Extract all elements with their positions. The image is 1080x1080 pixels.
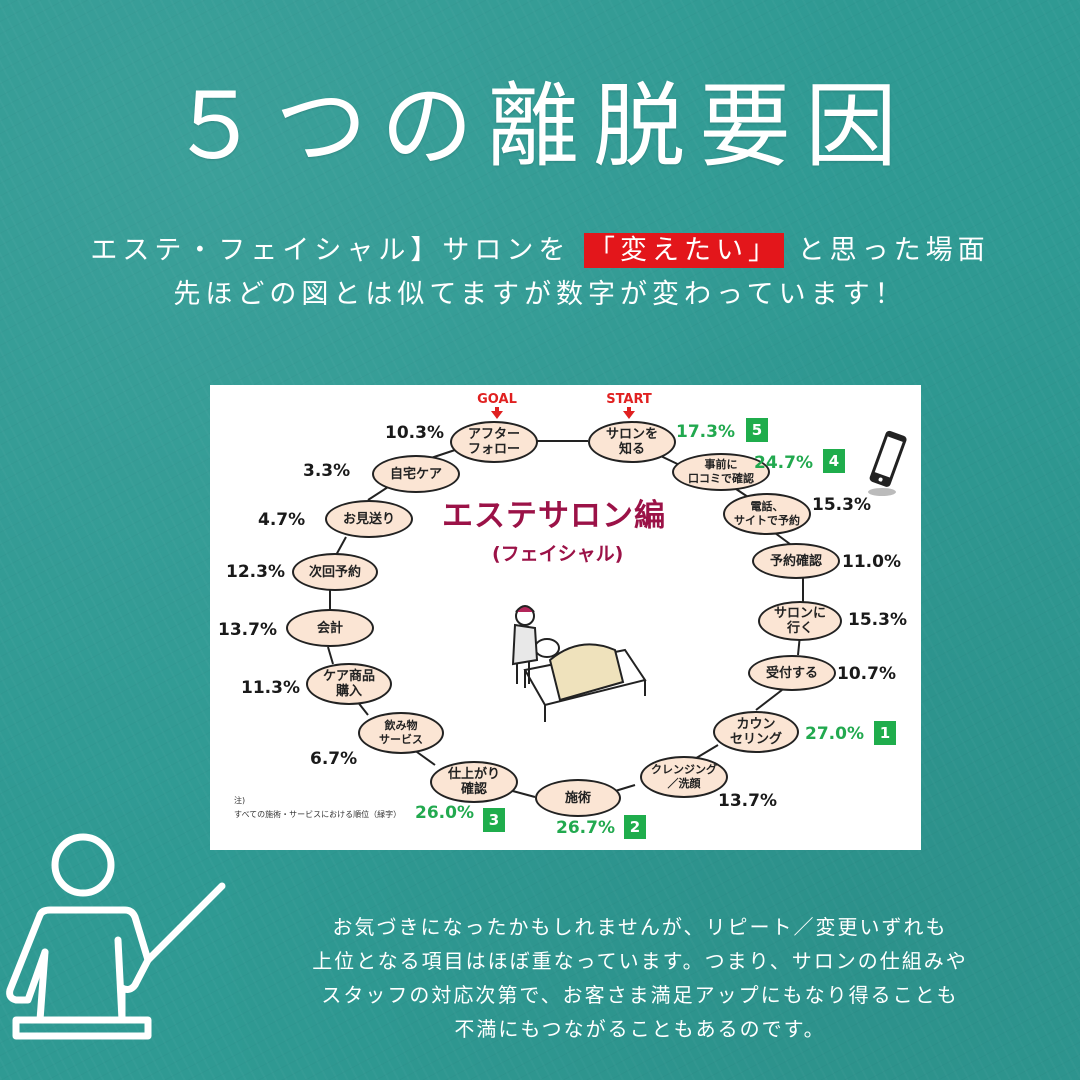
step-node: 会計	[286, 609, 374, 647]
step-pct: 27.0%	[805, 724, 864, 744]
subtitle-text-before: エステ・フェイシャル】サロンを	[90, 235, 571, 266]
subtitle-highlight: 「変えたい」	[584, 233, 784, 268]
step-pct: 26.0%	[415, 803, 474, 823]
step-pct: 26.7%	[556, 818, 615, 838]
goal-label: GOAL	[477, 392, 517, 407]
subtitle-text-after: と思った場面	[797, 235, 990, 266]
smartphone-icon	[868, 430, 907, 496]
subtitle-line-2: 先ほどの図とは似てますが数字が変わっています！	[173, 279, 907, 310]
step-node: 仕上がり 確認	[430, 761, 518, 803]
step-node: サロンに 行く	[758, 601, 842, 641]
rank-badge: 3	[483, 808, 505, 832]
step-pct: 10.3%	[385, 423, 444, 443]
step-pct: 24.7%	[754, 453, 813, 473]
step-pct: 4.7%	[258, 510, 306, 530]
step-pct: 3.3%	[303, 461, 351, 481]
subtitle-line-1: エステ・フェイシャル】サロンを 「変えたい」 と思った場面	[0, 228, 1080, 268]
journey-diagram: GOAL START エステサロン編 (フェイシャル) サロンを 知る 17.3…	[210, 385, 921, 850]
step-node: 電話、 サイトで予約	[723, 493, 811, 535]
step-node: 飲み物 サービス	[358, 712, 444, 754]
step-pct: 13.7%	[218, 620, 277, 640]
step-node: 自宅ケア	[372, 455, 460, 493]
rank-badge: 4	[823, 449, 845, 473]
arrow-down-icon	[491, 411, 503, 419]
step-node: クレンジング ／洗顔	[640, 756, 728, 798]
step-node: お見送り	[325, 500, 413, 538]
step-node: 施術	[535, 779, 621, 817]
diagram-subtitle: (フェイシャル)	[492, 543, 624, 565]
step-node: アフター フォロー	[450, 421, 538, 463]
step-pct: 15.3%	[812, 495, 871, 515]
step-pct: 10.7%	[837, 664, 896, 684]
step-pct: 17.3%	[676, 422, 735, 442]
start-label: START	[606, 392, 652, 407]
step-node: カウン セリング	[713, 711, 799, 753]
step-node: ケア商品 購入	[306, 663, 392, 705]
step-pct: 11.3%	[241, 678, 300, 698]
footer-text: お気づきになったかもしれませんが、リピート／変更いずれも 上位となる項目はほぼ重…	[312, 915, 968, 1041]
page-title: ５つの離脱要因	[168, 73, 911, 180]
note-title: 注)	[234, 796, 246, 805]
step-pct: 15.3%	[848, 610, 907, 630]
teacher-pointer-icon	[6, 833, 226, 1040]
arrow-down-icon	[623, 411, 635, 419]
goal-marker: GOAL	[462, 392, 532, 419]
step-node: 予約確認	[752, 543, 840, 579]
step-pct: 13.7%	[718, 791, 777, 811]
diagram-title: エステサロン編	[442, 498, 666, 534]
step-node: 事前に 口コミで確認	[672, 453, 770, 491]
facial-treatment-illustration	[511, 605, 647, 722]
note-text: すべての施術・サービスにおける順位（緑字）	[234, 810, 402, 819]
step-pct: 11.0%	[842, 552, 901, 572]
step-node: サロンを 知る	[588, 421, 676, 463]
rank-badge: 1	[874, 721, 896, 745]
start-marker: START	[594, 392, 664, 419]
rank-badge: 5	[746, 418, 768, 442]
step-node: 受付する	[748, 655, 836, 691]
step-pct: 12.3%	[226, 562, 285, 582]
step-node: 次回予約	[292, 553, 378, 591]
step-pct: 6.7%	[310, 749, 358, 769]
rank-badge: 2	[624, 815, 646, 839]
